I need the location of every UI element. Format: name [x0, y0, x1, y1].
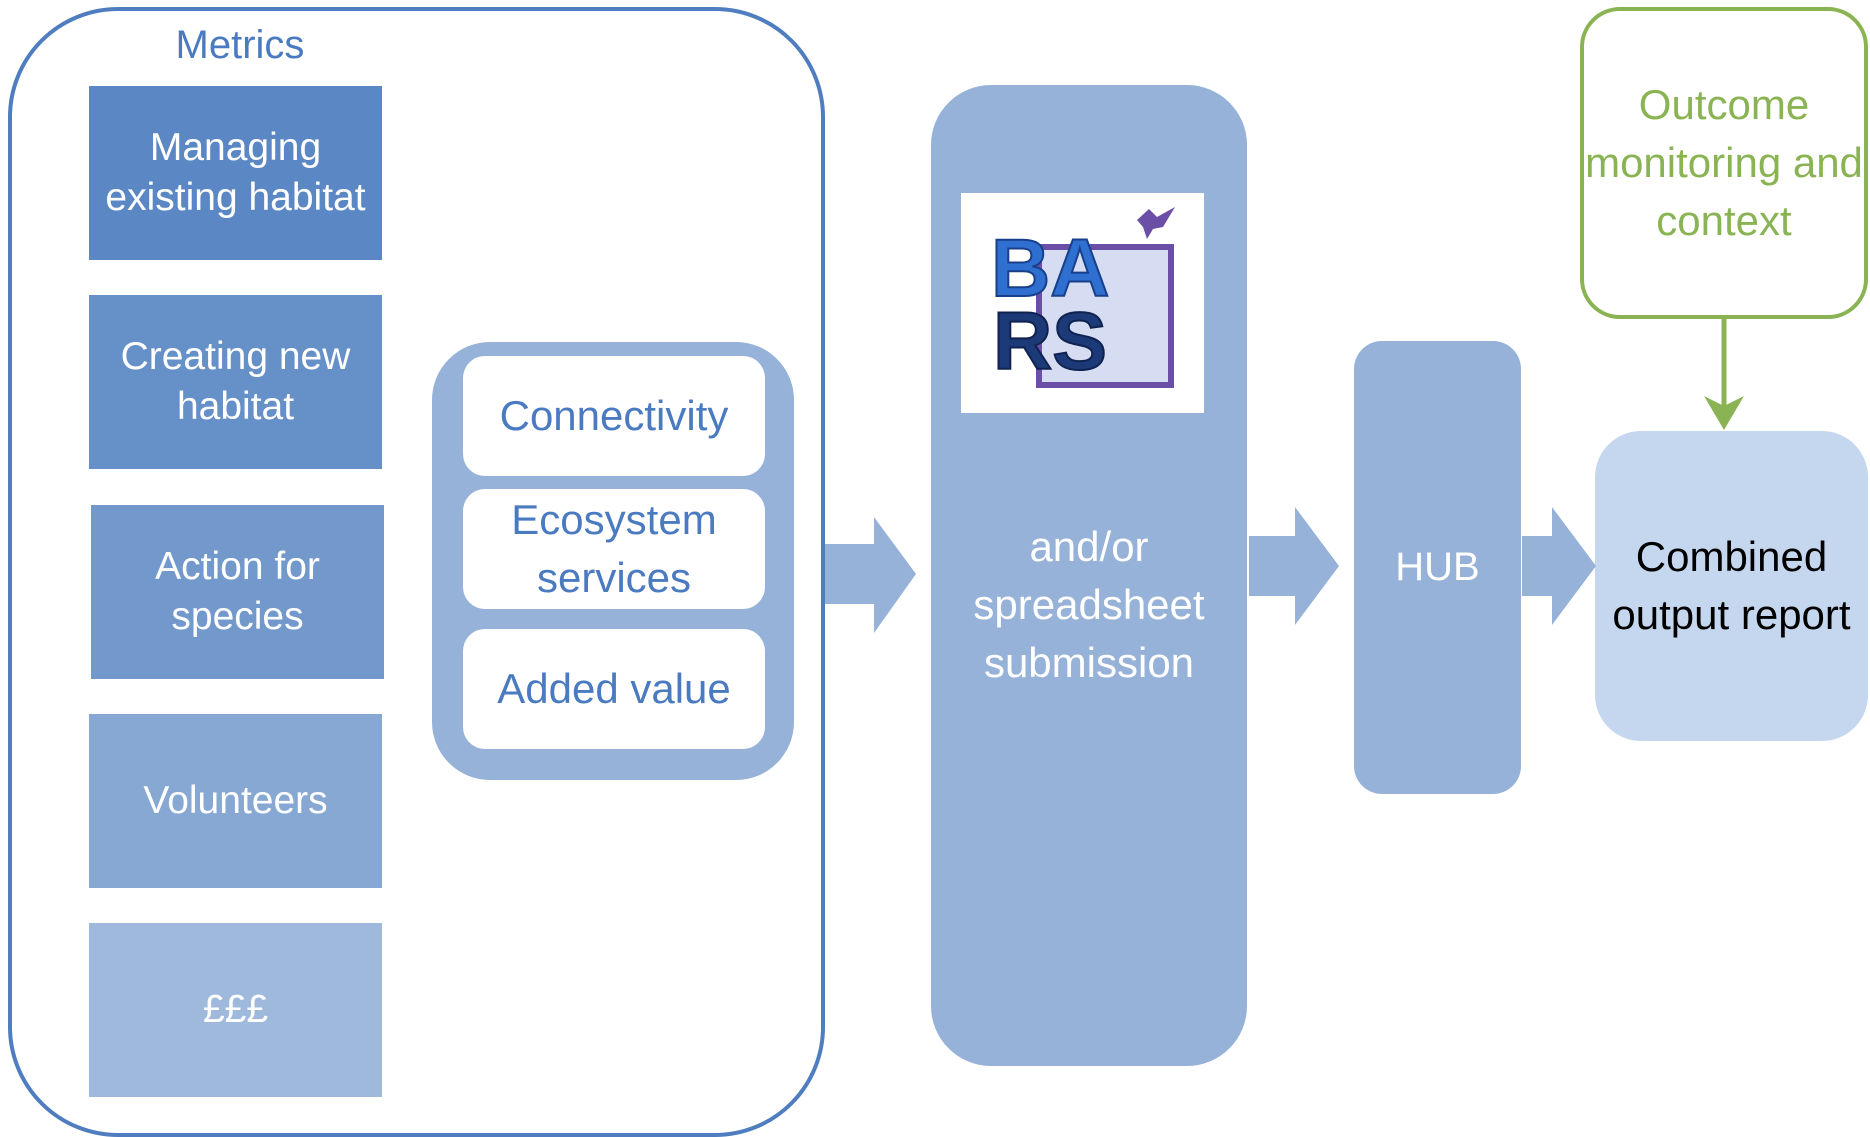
- outcome-monitoring-box: Outcome monitoring and context: [1580, 7, 1868, 319]
- arrow-hub-to-combined: [1522, 507, 1596, 625]
- metrics-title: Metrics: [175, 22, 305, 67]
- hub-box: HUB: [1354, 341, 1521, 794]
- svg-text:RS: RS: [993, 296, 1107, 387]
- metric-action-for-species: Action for species: [91, 505, 384, 679]
- bars-submission-text: and/or spreadsheet submission: [973, 523, 1205, 686]
- arrow-bars-to-hub: [1249, 507, 1339, 625]
- metric-managing-existing-habitat: Managing existing habitat: [89, 86, 382, 260]
- added-ecosystem-services: Ecosystem services: [463, 489, 765, 609]
- arrow-metrics-to-bars: [825, 517, 916, 633]
- combined-output-box: Combined output report: [1595, 431, 1868, 741]
- added-value: Added value: [463, 629, 765, 749]
- metric-creating-new-habitat: Creating new habitat: [89, 295, 382, 469]
- metric-volunteers: Volunteers: [89, 714, 382, 888]
- bars-logo: BA RS: [961, 193, 1204, 413]
- added-connectivity: Connectivity: [463, 356, 765, 476]
- metric-money: £££: [89, 923, 382, 1097]
- arrow-outcome-to-combined-head: [1704, 396, 1744, 430]
- svg-text:BA: BA: [991, 223, 1109, 314]
- bars-logo-graphic: BA RS: [990, 207, 1175, 388]
